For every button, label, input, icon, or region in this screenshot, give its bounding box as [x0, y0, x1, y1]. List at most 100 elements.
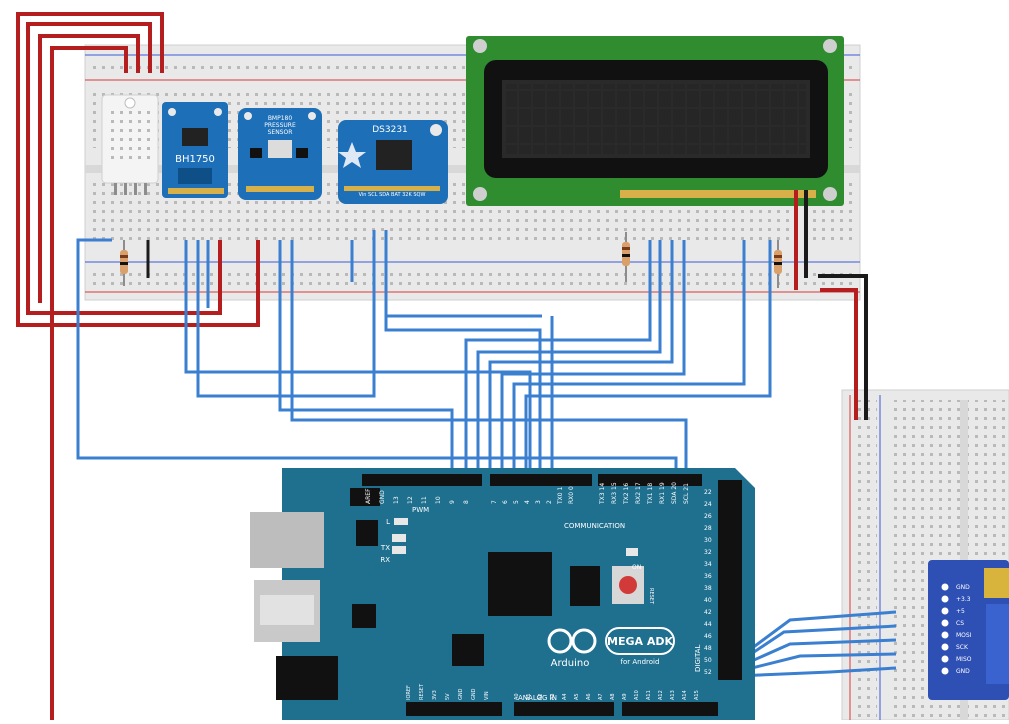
- pin-label: 6: [502, 500, 509, 504]
- pin-label: 42: [704, 609, 712, 616]
- label-tx: TX: [380, 544, 390, 552]
- pin-label: GND: [471, 688, 477, 700]
- resistor-1: [120, 240, 128, 286]
- label-l: L: [386, 518, 390, 526]
- pin-label: GND: [956, 584, 970, 591]
- bmp180-label-3: SENSOR: [268, 129, 293, 136]
- pin-label: 22: [704, 489, 712, 496]
- pin-label: CS: [956, 620, 964, 627]
- arduino-mega-adk: Arduino MEGA ADK for Android PWM COMMUNI…: [250, 468, 755, 720]
- pin-label: A2: [538, 693, 544, 700]
- pin-label: TX0 1: [557, 487, 564, 506]
- pin-label: 28: [704, 525, 712, 532]
- pin-label: GND: [956, 668, 970, 675]
- sd-pin-dot: [941, 595, 949, 603]
- pin-label: 38: [704, 585, 712, 592]
- pin-label: 12: [407, 496, 414, 504]
- label-on: ON: [632, 564, 641, 571]
- sd-pin-dot: [941, 643, 949, 651]
- label-analog-in: ANALOG IN: [518, 694, 557, 702]
- pin-label: 7: [491, 500, 498, 504]
- pin-label: RESET: [419, 683, 425, 700]
- pin-label: 2: [546, 500, 553, 504]
- pin-label: 5V: [445, 693, 451, 700]
- pin-label: AREF: [365, 488, 372, 504]
- pin-label: 5: [513, 500, 520, 504]
- pin-label: A8: [610, 693, 616, 700]
- pin-label: A9: [622, 693, 628, 700]
- resistor-3: [774, 240, 782, 288]
- pin-label: 34: [704, 561, 712, 568]
- pin-label: 10: [435, 496, 442, 504]
- pin-label: VIN: [484, 691, 490, 700]
- pin-label: A11: [646, 690, 652, 700]
- bmp180-label-2: PRESSURE: [264, 122, 296, 129]
- pin-label: 26: [704, 513, 712, 520]
- ds3231-module: DS3231 Vin SCL SDA BAT 32K SQW: [338, 120, 448, 204]
- pin-label: IOREF: [406, 685, 412, 700]
- sd-pin-dot: [941, 655, 949, 663]
- pin-label: SDA 20: [671, 482, 678, 504]
- bmp180-label-1: BMP180: [268, 115, 293, 122]
- pin-label: A14: [682, 690, 688, 700]
- pin-label: A12: [658, 690, 664, 700]
- lcd-display: [466, 36, 844, 206]
- pin-label: GND: [458, 688, 464, 700]
- bh1750-module: BH1750: [162, 102, 228, 198]
- sd-pin-dot: [941, 667, 949, 675]
- label-reset: RESET: [648, 588, 654, 605]
- pin-label: A10: [634, 690, 640, 700]
- resistor-2: [622, 232, 630, 282]
- pin-label: 13: [393, 496, 400, 504]
- pin-label: 9: [449, 500, 456, 504]
- red-power-wires: [16, 12, 858, 720]
- ds3231-pin-labels: Vin SCL SDA BAT 32K SQW: [359, 192, 426, 198]
- pin-label: A3: [550, 693, 556, 700]
- label-pwm: PWM: [412, 506, 429, 514]
- pin-label: A1: [526, 693, 532, 700]
- label-communication: COMMUNICATION: [564, 522, 625, 530]
- pin-label: 32: [704, 549, 712, 556]
- pin-label: A0: [514, 693, 520, 700]
- pin-label: 30: [704, 537, 712, 544]
- header-power-labels: IOREF RESET 3V3 5V GND GND VIN: [406, 683, 490, 700]
- pin-label: 3: [535, 500, 542, 504]
- pin-label: 50: [704, 657, 712, 664]
- ds3231-label: DS3231: [372, 125, 408, 135]
- label-rx: RX: [380, 556, 390, 564]
- label-digital: DIGITAL: [694, 645, 702, 672]
- arduino-model-sub: for Android: [621, 658, 660, 666]
- bh1750-label: BH1750: [175, 154, 215, 165]
- sd-pin-dot: [941, 631, 949, 639]
- pin-label: TX1 18: [647, 483, 654, 505]
- pin-label: +5: [956, 608, 965, 615]
- pin-label: 48: [704, 645, 712, 652]
- arduino-model: MEGA ADK: [607, 635, 673, 648]
- pin-label: SCK: [956, 644, 969, 651]
- pin-label: 44: [704, 621, 712, 628]
- pin-label: GND: [379, 490, 386, 504]
- pin-label: A5: [574, 693, 580, 700]
- pin-label: A7: [598, 693, 604, 700]
- pin-label: A13: [670, 690, 676, 700]
- pin-label: 8: [463, 500, 470, 504]
- pin-label: 4: [524, 500, 531, 504]
- arduino-brand: Arduino: [551, 658, 590, 669]
- sd-pin-dot: [941, 607, 949, 615]
- pin-label: 24: [704, 501, 712, 508]
- pin-label: +3.3: [956, 596, 971, 603]
- pin-label: RX2 17: [635, 482, 642, 504]
- pin-label: 3V3: [432, 690, 438, 700]
- pin-label: 40: [704, 597, 712, 604]
- pin-label: A15: [694, 690, 700, 700]
- sd-pin-dot: [941, 583, 949, 591]
- pin-label: 36: [704, 573, 712, 580]
- bmp180-module: BMP180 PRESSURE SENSOR: [238, 108, 322, 200]
